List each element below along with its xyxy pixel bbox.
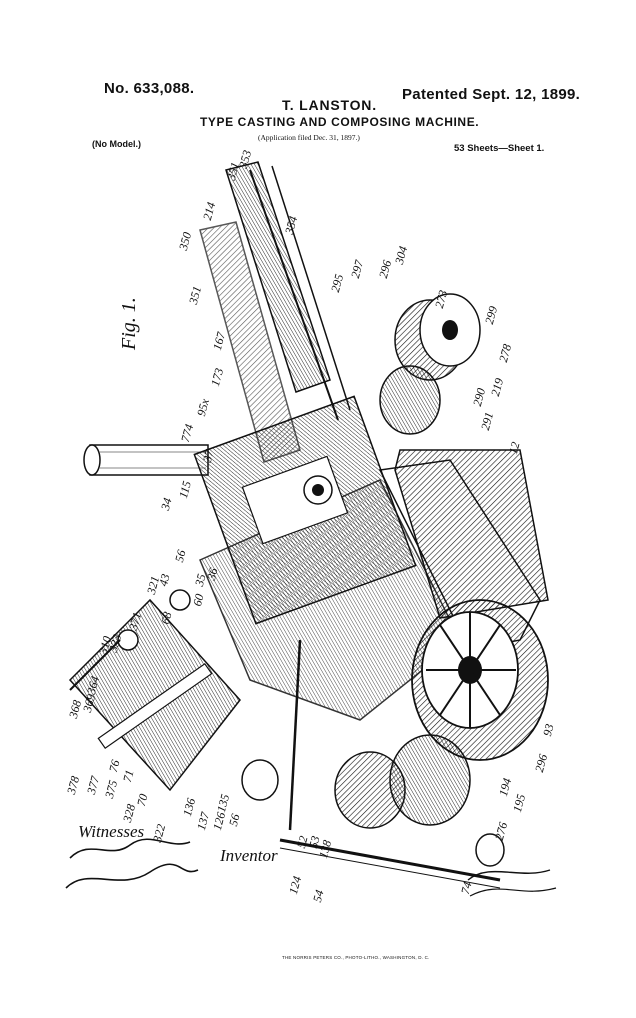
ribbon-section — [68, 589, 241, 792]
flywheel — [411, 599, 549, 761]
pipe — [83, 444, 209, 476]
lower-shaft — [279, 838, 501, 882]
upper-pulleys — [379, 293, 481, 435]
patent-date: Patented Sept. 12, 1899. — [402, 86, 581, 103]
witnesses-label: Witnesses — [78, 822, 145, 841]
patent-title: TYPE CASTING AND COMPOSING MACHINE. — [200, 115, 480, 129]
figure-label: Fig. 1. — [118, 297, 140, 350]
casting-mechanism — [193, 395, 417, 625]
inventor-label: Inventor — [220, 846, 278, 865]
inventor-name: T. LANSTON. — [282, 97, 377, 113]
witness-signatures — [65, 838, 199, 889]
model-note: (No Model.) — [92, 139, 141, 149]
sheet-count: 53 Sheets—Sheet 1. — [454, 143, 545, 154]
printer-credit: THE NORRIS PETERS CO., PHOTO-LITHO., WAS… — [282, 955, 430, 960]
attorney-signature — [467, 869, 557, 897]
application-filed: (Application filed Dec. 31, 1897.) — [258, 133, 360, 142]
patent-number: No. 633,088. — [104, 80, 195, 97]
lower-pulleys — [241, 734, 505, 867]
